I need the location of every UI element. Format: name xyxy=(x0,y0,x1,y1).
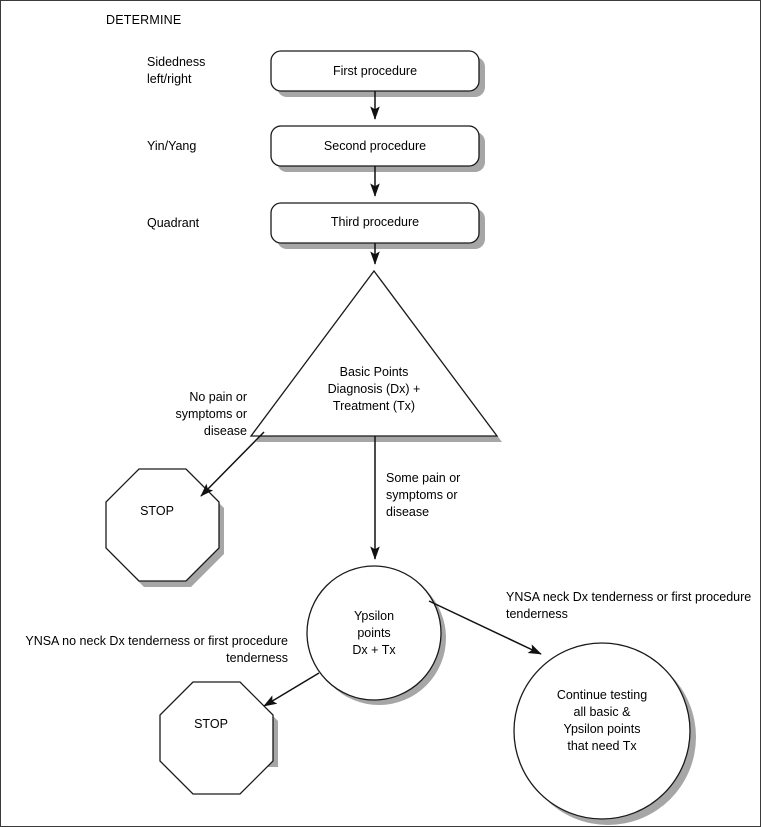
edge-triangle-to-stop-upper xyxy=(200,431,265,497)
edge-label-ynsa-neck-tenderness: YNSA neck Dx tenderness or first procedu… xyxy=(506,590,752,621)
edge-ypsilon-to-stop-lower xyxy=(263,672,320,707)
node-label-third-procedure: Third procedure xyxy=(330,215,420,229)
node-label-stop-lower: STOP xyxy=(194,717,228,731)
node-basic-points xyxy=(249,269,499,437)
node-label-stop-upper: STOP xyxy=(140,504,174,518)
node-ypsilon-points xyxy=(306,565,442,701)
page-title: DETERMINE xyxy=(106,13,182,27)
node-stop-upper xyxy=(105,468,220,582)
edge-label-ynsa-no-neck-tenderness: YNSA no neck Dx tenderness or first proc… xyxy=(25,634,288,665)
edge-ypsilon-to-continue xyxy=(428,600,542,655)
node-label-second-procedure: Second procedure xyxy=(323,139,427,153)
stage-label-sidedness: Sidedness left/right xyxy=(147,55,206,86)
stage-label-quadrant: Quadrant xyxy=(147,216,200,230)
process-boxes xyxy=(270,50,480,244)
node-label-ypsilon-points: Ypsilon points Dx + Tx xyxy=(352,609,396,657)
node-stop-lower xyxy=(159,681,274,795)
edge-label-some-pain: Some pain or symptoms or disease xyxy=(386,471,461,519)
stage-label-yin-yang: Yin/Yang xyxy=(147,139,197,153)
connectors xyxy=(200,91,542,707)
node-label-first-procedure: First procedure xyxy=(332,64,418,78)
node-label-basic-points: Basic Points Diagnosis (Dx) + Treatment … xyxy=(327,365,421,413)
node-continue-testing xyxy=(513,642,691,820)
edge-label-no-pain: No pain or symptoms or disease xyxy=(175,390,247,438)
node-label-continue-testing: Continue testing all basic & Ypsilon poi… xyxy=(556,688,648,753)
